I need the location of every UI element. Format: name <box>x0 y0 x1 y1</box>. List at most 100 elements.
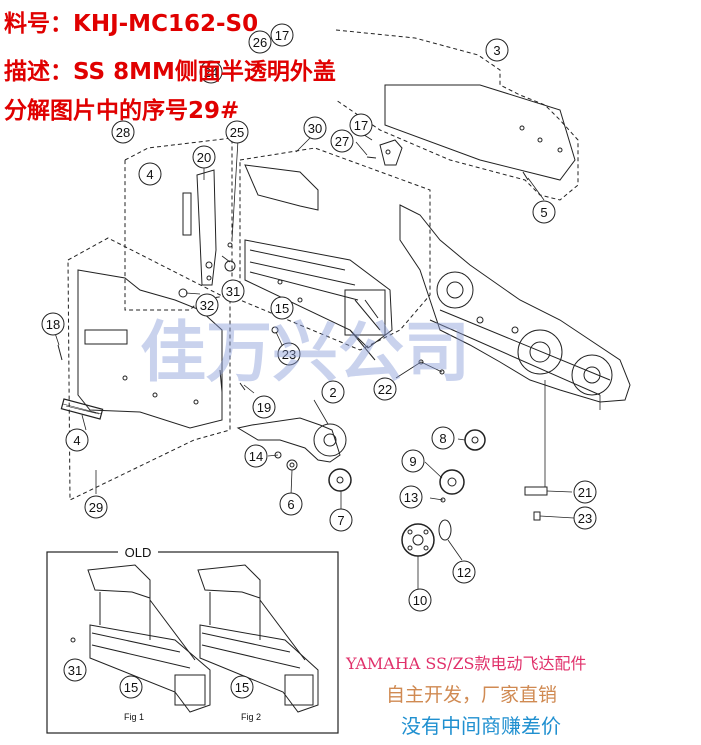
old-label: OLD <box>125 545 152 560</box>
part-28-cover-outline <box>124 137 233 311</box>
callout-15: 15 <box>270 296 294 320</box>
svg-text:28: 28 <box>116 125 130 140</box>
svg-text:15: 15 <box>235 680 249 695</box>
svg-text:17: 17 <box>275 28 289 43</box>
part-number-heading: 料号：KHJ-MC162-S0 <box>4 11 259 37</box>
part-19-screw <box>239 382 246 391</box>
callout-8: 8 <box>431 426 455 450</box>
callout-21: 21 <box>573 480 597 504</box>
callout-23-mid: 23 <box>277 342 301 366</box>
fig1-caption: Fig 1 <box>124 712 144 722</box>
part-10-sprocket <box>401 523 435 557</box>
svg-text:5: 5 <box>540 205 547 220</box>
callout-old-31: 31 <box>63 658 87 682</box>
feeder-main-body <box>399 204 631 403</box>
svg-text:25: 25 <box>230 125 244 140</box>
part-22-pin-a <box>418 359 424 365</box>
svg-text:18: 18 <box>46 317 60 332</box>
part-8-gear <box>464 429 486 451</box>
callout-32: 32 <box>195 293 219 317</box>
svg-text:27: 27 <box>335 134 349 149</box>
watermark-text: 佳万兴公司 <box>140 314 470 391</box>
svg-text:4: 4 <box>146 167 153 182</box>
callout-18: 18 <box>41 312 65 336</box>
callout-23-right: 23 <box>573 506 597 530</box>
svg-text:24: 24 <box>204 65 218 80</box>
callout-17-right: 17 <box>349 113 373 137</box>
callout-26: 26 <box>248 30 272 54</box>
svg-text:19: 19 <box>257 400 271 415</box>
svg-text:23: 23 <box>578 511 592 526</box>
part-9-gear <box>439 469 465 495</box>
svg-text:8: 8 <box>439 431 446 446</box>
old-label-bg <box>118 545 158 559</box>
callout-29: 29 <box>84 495 108 519</box>
callout-3: 3 <box>485 38 509 62</box>
svg-text:13: 13 <box>404 490 418 505</box>
svg-text:15: 15 <box>124 680 138 695</box>
part-30-frame <box>239 147 431 361</box>
svg-text:14: 14 <box>249 449 263 464</box>
part-32-ring <box>178 288 188 298</box>
callout-10: 10 <box>408 588 432 612</box>
footer-slogan-price: 没有中间商赚差价 <box>401 714 561 738</box>
callout-old-15-fig1: 15 <box>119 675 143 699</box>
part-17-bracket <box>379 139 403 166</box>
part-21-plate <box>524 486 548 496</box>
svg-text:17: 17 <box>354 118 368 133</box>
callout-12: 12 <box>452 560 476 584</box>
svg-text:15: 15 <box>275 301 289 316</box>
part-23-screw <box>271 326 279 334</box>
part-22-pin-b <box>439 369 445 375</box>
callout-old-15-fig2: 15 <box>230 675 254 699</box>
callout-2: 2 <box>321 380 345 404</box>
part-18-screw <box>57 344 63 361</box>
part-12-washer <box>438 519 452 541</box>
callout-30: 30 <box>303 116 327 140</box>
callout-13: 13 <box>399 485 423 509</box>
callout-17-top: 17 <box>270 23 294 47</box>
callout-19: 19 <box>252 395 276 419</box>
callout-9: 9 <box>401 449 425 473</box>
fig2-caption: Fig 2 <box>241 712 261 722</box>
callout-4-upper: 4 <box>138 162 162 186</box>
svg-text:29: 29 <box>89 500 103 515</box>
svg-text:7: 7 <box>337 513 344 528</box>
callout-28: 28 <box>111 120 135 144</box>
part-25-screw <box>227 242 233 248</box>
old-inset-box <box>46 551 339 734</box>
part-6-gear <box>286 459 298 471</box>
callout-22: 22 <box>373 377 397 401</box>
callout-labels: 2 3 4 4 5 6 7 8 9 10 12 13 14 15 17 17 1… <box>41 23 597 699</box>
callout-4-lower: 4 <box>65 428 89 452</box>
callout-14: 14 <box>244 444 268 468</box>
part-29-side-cover <box>60 237 231 501</box>
part-27-screw <box>366 156 377 159</box>
svg-text:3: 3 <box>493 43 500 58</box>
exploded-index-note: 分解图片中的序号29# <box>4 98 240 124</box>
callout-20: 20 <box>192 145 216 169</box>
callout-27: 27 <box>330 129 354 153</box>
part-7-gear <box>328 468 352 492</box>
svg-text:2: 2 <box>329 385 336 400</box>
svg-text:31: 31 <box>226 284 240 299</box>
footer-slogan-direct: 自主开发，厂家直销 <box>386 684 558 706</box>
part-3-plate <box>335 29 579 201</box>
description-heading: 描述：SS 8MM侧面半透明外盖 <box>4 59 336 85</box>
callout-31: 31 <box>221 279 245 303</box>
svg-text:23: 23 <box>282 347 296 362</box>
svg-text:26: 26 <box>253 35 267 50</box>
footer-product-line: YAMAHA SS/ZS款电动飞达配件 <box>346 654 587 673</box>
part-23b-screw <box>533 511 541 521</box>
part-31-ring <box>224 260 236 272</box>
callout-24: 24 <box>199 60 223 84</box>
svg-text:21: 21 <box>578 485 592 500</box>
svg-text:31: 31 <box>68 663 82 678</box>
callout-5: 5 <box>532 200 556 224</box>
svg-text:10: 10 <box>413 593 427 608</box>
svg-text:30: 30 <box>308 121 322 136</box>
callout-7: 7 <box>329 508 353 532</box>
callout-25: 25 <box>225 120 249 144</box>
part-5-screw <box>522 171 529 181</box>
